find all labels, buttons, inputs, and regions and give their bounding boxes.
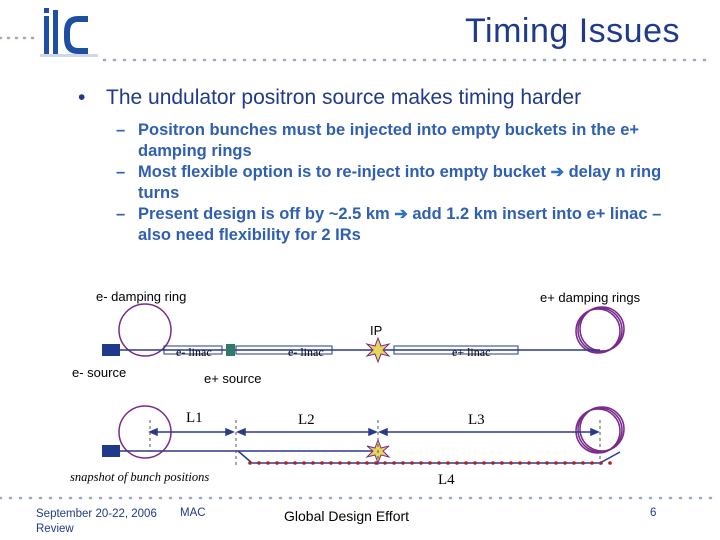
l3-label: L3 bbox=[468, 412, 485, 428]
bunch-marker bbox=[311, 461, 315, 465]
bunch-marker bbox=[257, 461, 261, 465]
bunch-marker bbox=[491, 461, 495, 465]
footer-date: September 20-22, 2006 Review bbox=[36, 508, 157, 535]
ep-source-label: e+ source bbox=[204, 371, 262, 386]
ip-label: IP bbox=[370, 323, 383, 338]
bunch-marker bbox=[428, 461, 432, 465]
em-damping-ring-label: e- damping ring bbox=[96, 289, 187, 304]
bunch-marker bbox=[482, 461, 486, 465]
dash-icon: – bbox=[116, 205, 126, 223]
bullet-icon: • bbox=[78, 86, 86, 109]
bunch-marker bbox=[284, 461, 288, 465]
bunch-marker bbox=[302, 461, 306, 465]
sub-bullet: – Positron bunches must be injected into… bbox=[116, 120, 676, 162]
bunch-marker bbox=[401, 461, 405, 465]
l1-label: L1 bbox=[186, 410, 203, 426]
snapshot-caption: snapshot of bunch positions bbox=[70, 470, 210, 484]
bunch-marker bbox=[500, 461, 504, 465]
bunch-marker bbox=[545, 461, 549, 465]
em-source-box bbox=[102, 344, 120, 356]
sub-bullet-text: Most flexible option is to re-inject int… bbox=[138, 163, 662, 202]
page-number: 6 bbox=[650, 507, 657, 519]
bunch-marker bbox=[572, 461, 576, 465]
bunch-marker bbox=[410, 461, 414, 465]
bunch-marker bbox=[347, 461, 351, 465]
bunch-marker bbox=[338, 461, 342, 465]
sub-bullet-list: – Positron bunches must be injected into… bbox=[116, 120, 676, 246]
bunch-marker bbox=[509, 461, 513, 465]
ep-damping-rings bbox=[575, 306, 625, 354]
em-linac-label: e- linac bbox=[176, 345, 212, 359]
bunch-marker bbox=[536, 461, 540, 465]
ep-source-box bbox=[226, 344, 235, 356]
bunch-marker bbox=[248, 461, 252, 465]
sub-bullet: – Present design is off by ~2.5 km ➔ add… bbox=[116, 204, 676, 246]
bunch-marker bbox=[527, 461, 531, 465]
right-arrow-icon: ➔ bbox=[394, 206, 408, 223]
bunch-marker bbox=[590, 461, 594, 465]
header-dotted-rule bbox=[0, 36, 714, 62]
bunch-marker bbox=[392, 461, 396, 465]
right-arrow-icon: ➔ bbox=[550, 164, 564, 181]
bunch-marker bbox=[455, 461, 459, 465]
bunch-marker bbox=[419, 461, 423, 465]
em-linac-label: e- linac bbox=[288, 345, 324, 359]
ep-linac-label: e+ linac bbox=[452, 345, 491, 359]
bunch-marker bbox=[356, 461, 360, 465]
em-damping-ring bbox=[118, 303, 172, 357]
sub-bullet-text: Present design is off by ~2.5 km ➔ add 1… bbox=[138, 205, 662, 244]
ip-star-icon bbox=[365, 336, 391, 364]
em-source-label: e- source bbox=[72, 365, 127, 380]
bunch-marker bbox=[293, 461, 297, 465]
page-title: Timing Issues bbox=[465, 12, 680, 50]
bunch-marker bbox=[374, 461, 378, 465]
dash-icon: – bbox=[116, 121, 126, 139]
bunch-marker bbox=[329, 461, 333, 465]
bunch-marker bbox=[608, 461, 612, 465]
timing-diagram bbox=[102, 303, 625, 465]
bunch-marker bbox=[581, 461, 585, 465]
bunch-marker bbox=[563, 461, 567, 465]
footer-dotted-rule bbox=[0, 496, 720, 500]
bunch-marker bbox=[365, 461, 369, 465]
bunch-marker bbox=[275, 461, 279, 465]
footer-center: Global Design Effort bbox=[284, 508, 410, 524]
bunch-marker bbox=[437, 461, 441, 465]
bunch-positions bbox=[248, 461, 612, 465]
sub-bullet: – Most flexible option is to re-inject i… bbox=[116, 162, 676, 204]
ilc-logo: ilc bbox=[40, 6, 100, 64]
footer-org: MAC bbox=[180, 507, 206, 519]
main-bullet: •The undulator positron source makes tim… bbox=[78, 86, 582, 109]
dash-icon: – bbox=[116, 163, 126, 181]
bunch-marker bbox=[383, 461, 387, 465]
sub-bullet-text: Positron bunches must be injected into e… bbox=[138, 121, 640, 160]
bunch-marker bbox=[320, 461, 324, 465]
bunch-marker bbox=[518, 461, 522, 465]
l2-label: L2 bbox=[298, 412, 315, 428]
ep-damping-rings-label: e+ damping rings bbox=[540, 290, 641, 305]
l4-label: L4 bbox=[438, 472, 455, 488]
bunch-marker bbox=[554, 461, 558, 465]
bunch-marker bbox=[464, 461, 468, 465]
bunch-marker bbox=[266, 461, 270, 465]
bunch-marker bbox=[446, 461, 450, 465]
bunch-marker bbox=[473, 461, 477, 465]
